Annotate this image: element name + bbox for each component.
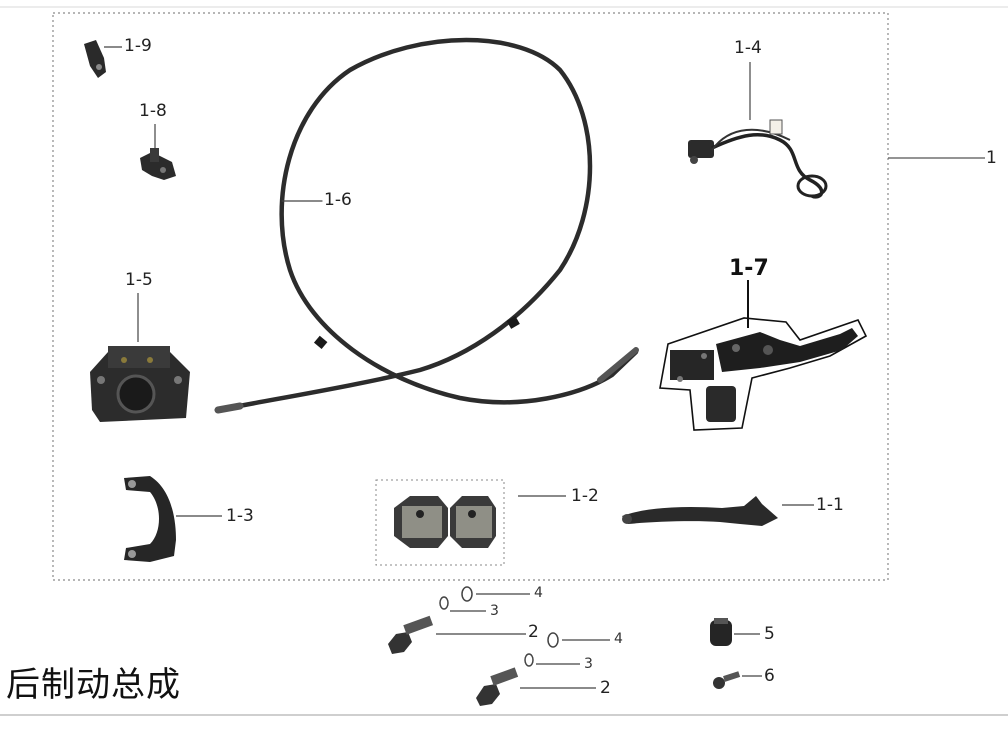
part-1-7-master-cylinder bbox=[659, 280, 868, 431]
part-1-8-bracket bbox=[140, 124, 176, 180]
label-2-lower: 2 bbox=[600, 678, 611, 698]
part-2-bolt-lower bbox=[476, 667, 596, 706]
part-2-bolt-upper bbox=[388, 615, 526, 654]
part-5-rubber-cap bbox=[710, 618, 760, 646]
label-2-upper: 2 bbox=[528, 622, 539, 642]
part-1-4-brake-switch bbox=[688, 62, 828, 199]
label-1-8: 1-8 bbox=[139, 101, 167, 121]
label-4-lower: 4 bbox=[614, 631, 623, 647]
label-1-4: 1-4 bbox=[734, 38, 762, 58]
label-3-upper: 3 bbox=[490, 603, 499, 619]
part-3-washer-lower bbox=[524, 653, 580, 667]
label-5: 5 bbox=[764, 624, 775, 644]
label-3-lower: 3 bbox=[584, 656, 593, 672]
page-title: 后制动总成 bbox=[6, 665, 181, 705]
label-1-7: 1-7 bbox=[729, 256, 769, 281]
label-4-upper: 4 bbox=[534, 585, 543, 601]
label-1-6: 1-6 bbox=[324, 190, 352, 210]
part-4-washer-upper bbox=[461, 586, 530, 602]
label-1-5: 1-5 bbox=[125, 270, 153, 290]
part-1-9-clip bbox=[84, 40, 122, 78]
part-1-5-brake-caliper bbox=[90, 293, 190, 422]
part-3-washer-upper bbox=[439, 596, 486, 612]
assembly-frame bbox=[52, 12, 889, 581]
part-6-screw bbox=[713, 671, 762, 689]
part-4-washer-lower bbox=[547, 632, 610, 648]
part-1-2-brake-pads bbox=[375, 479, 566, 566]
label-6: 6 bbox=[764, 666, 775, 686]
label-1-3: 1-3 bbox=[226, 506, 254, 526]
label-1-9: 1-9 bbox=[124, 36, 152, 56]
label-1-1: 1-1 bbox=[816, 495, 844, 515]
part-1-1-brake-lever bbox=[622, 496, 814, 526]
part-1-3-caliper-bracket bbox=[124, 476, 222, 562]
label-1-2: 1-2 bbox=[571, 486, 599, 506]
part-1-6-brake-hose bbox=[214, 37, 639, 414]
label-assembly: 1 bbox=[986, 148, 997, 168]
